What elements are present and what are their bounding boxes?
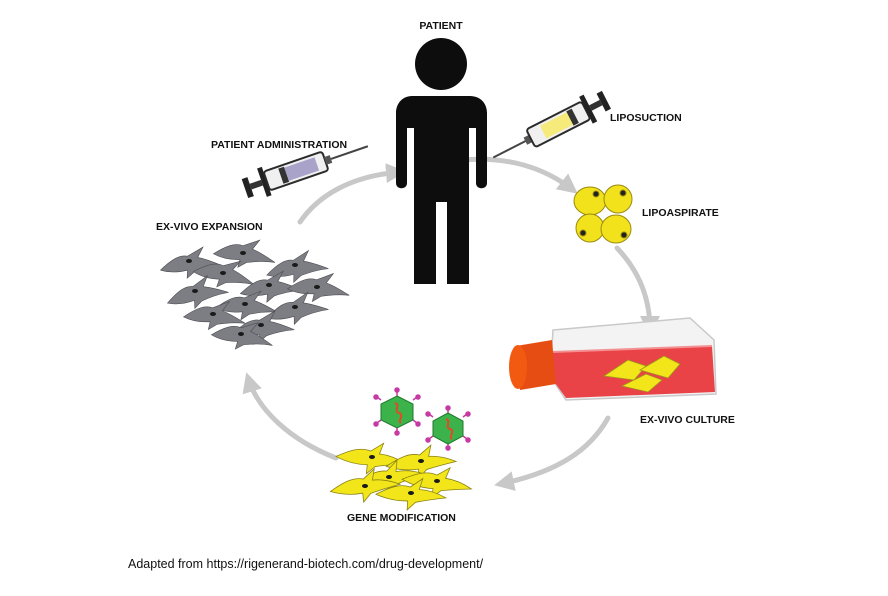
virus-icon [425, 405, 471, 451]
syringe-icon [492, 90, 611, 159]
syringe-icon [241, 145, 369, 199]
patient-label: PATIENT [419, 20, 463, 32]
modified-cells [328, 438, 475, 513]
patient-icon [396, 38, 487, 284]
cell-nuclei [362, 455, 440, 495]
expanded-cell-nuclei [186, 251, 320, 336]
ex-vivo-expansion-label: EX-VIVO EXPANSION [156, 221, 263, 233]
virus-icon [373, 387, 421, 436]
cycle-arrows [242, 156, 660, 491]
arrow-to-expansion [242, 372, 339, 461]
arrow-to-culture [614, 245, 660, 336]
liposuction-label: LIPOSUCTION [610, 112, 682, 124]
fat-cells-icon [573, 184, 633, 244]
gene-modification-label: GENE MODIFICATION [347, 512, 456, 524]
ex-vivo-culture-label: EX-VIVO CULTURE [640, 414, 735, 426]
source-caption: Adapted from https://rigenerand-biotech.… [128, 557, 484, 571]
patient-administration-label: PATIENT ADMINISTRATION [211, 139, 347, 151]
arrow-to-gene-modification [494, 415, 611, 491]
cell-icon [158, 233, 352, 356]
lipoaspirate-label: LIPOASPIRATE [642, 207, 719, 219]
culture-flask-icon [509, 317, 717, 401]
arrow-to-patient [297, 163, 406, 225]
